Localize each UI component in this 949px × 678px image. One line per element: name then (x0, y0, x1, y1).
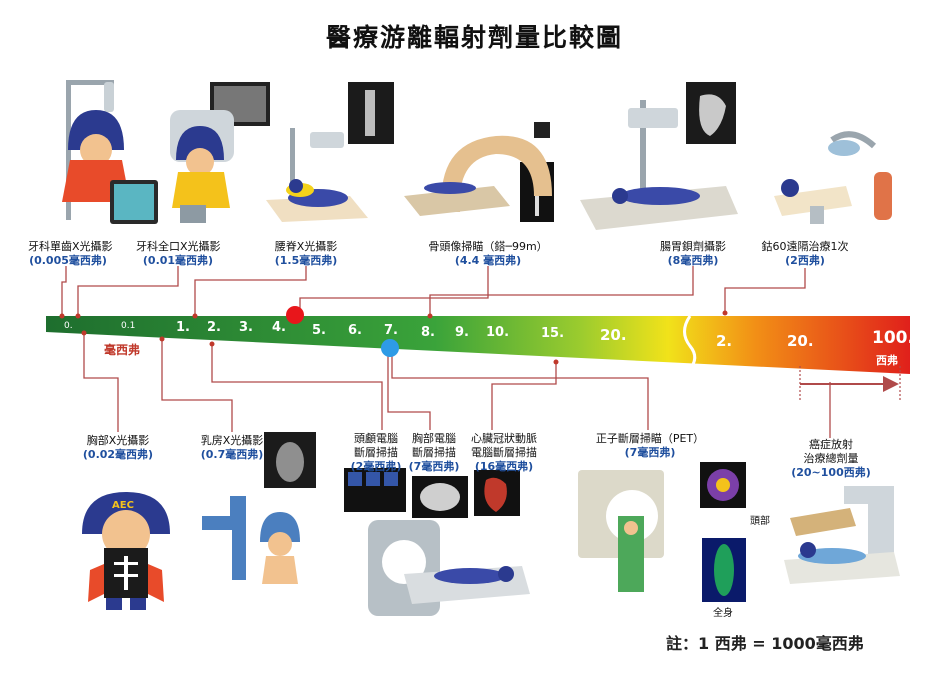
ct-scanner-illustration (344, 468, 530, 616)
item-chest-ct: 胸部電腦 斷層掃描 (7毫西弗) (404, 432, 464, 473)
barium-illustration (580, 82, 738, 230)
tick-5: 5. (312, 323, 326, 338)
connector-cardiac-ct (491, 362, 557, 430)
item-dose: (2毫西弗) (350, 459, 402, 473)
tick-0: 0. (64, 321, 73, 331)
item-dose: (0.02毫西弗) (82, 447, 154, 461)
tick-7: 7. (384, 323, 398, 338)
item-mammography: 乳房X光攝影 (0.7毫西弗) (192, 434, 272, 462)
connector-dental-pan (77, 266, 179, 316)
connector-cobalt (724, 268, 806, 312)
tick-20: 20. (600, 326, 627, 344)
tick-2: 2. (207, 320, 221, 335)
lumbar-xray-illustration (266, 82, 394, 222)
item-bone-scan: 骨頭像掃瞄（鎝─99m） (4.4 毫西弗) (428, 240, 548, 268)
item-name-2: 治療總劑量 (803, 451, 859, 465)
connector-dental-single (61, 266, 67, 316)
item-radiotherapy: 癌症放射 治療總劑量 (20~100西弗) (790, 438, 872, 479)
item-name: 鈷60遠隔治療1次 (761, 240, 849, 253)
bone-scan-illustration (404, 122, 554, 222)
top-connectors (61, 266, 806, 316)
item-cardiac-ct: 心臟冠狀動脈 電腦斷層掃描 (16毫西弗) (462, 432, 546, 473)
radiotherapy-illustration (784, 486, 900, 584)
item-dental-single: 牙科單齒X光攝影 (0.005毫西弗) (28, 240, 113, 268)
item-dose: (2西弗) (785, 253, 825, 267)
tick-15: 15. (541, 326, 565, 341)
item-name: 牙科全口X光攝影 (136, 240, 221, 253)
item-name: 牙科單齒X光攝影 (28, 240, 113, 253)
connector-chest-xray (83, 333, 119, 432)
item-name: 正子斷層掃瞄（PET） (595, 432, 705, 445)
tick-4: 4. (272, 320, 286, 335)
item-dose: (8毫西弗) (667, 253, 719, 267)
tick-9: 9. (455, 325, 469, 340)
item-name-2: 電腦斷層掃描 (471, 445, 537, 459)
dental-pan-illustration (170, 82, 270, 223)
item-name: 乳房X光攝影 (200, 434, 264, 447)
mascot-badge: AEC (112, 500, 134, 511)
item-pet: 正子斷層掃瞄（PET） (7毫西弗) (590, 432, 710, 460)
tick-sv-100: 100. (872, 328, 914, 348)
dental-single-illustration (62, 80, 158, 224)
tick-3: 3. (239, 320, 253, 335)
item-name: 骨頭像掃瞄（鎝─99m） (428, 240, 548, 253)
pet-tag-whole-body: 全身 (713, 608, 733, 619)
item-name: 胸部電腦 (412, 432, 456, 445)
connector-chest-ct (387, 352, 431, 430)
scale-break-mark (683, 315, 697, 372)
connector-head-ct (211, 344, 383, 430)
item-dose: (0.7毫西弗) (200, 447, 264, 461)
unit-note: 註：1 西弗 = 1000毫西弗 (666, 634, 864, 653)
unit-label-sv: 西弗 (876, 354, 898, 367)
connector-barium (429, 266, 694, 316)
item-dental-pan: 牙科全口X光攝影 (0.01毫西弗) (136, 240, 221, 268)
tick-sv-2: 2. (716, 332, 733, 350)
pet-scanner-illustration (578, 462, 746, 602)
item-name: 頭顱電腦 (354, 432, 398, 445)
cobalt-illustration (774, 131, 892, 224)
item-dose: (1.5毫西弗) (274, 253, 338, 267)
tick-0-1: 0.1 (121, 321, 136, 331)
item-dose: (7毫西弗) (624, 445, 676, 459)
connector-dots (59, 310, 728, 365)
item-dose: (7毫西弗) (408, 459, 460, 473)
item-name-2: 斷層掃描 (412, 445, 456, 459)
connector-lumbar (194, 266, 307, 316)
item-head-ct: 頭顱電腦 斷層掃描 (2毫西弗) (344, 432, 408, 473)
bottom-connectors (83, 333, 831, 438)
marker-blue-dot (381, 339, 399, 357)
connector-pet (391, 356, 649, 430)
item-cobalt: 鈷60遠隔治療1次 (2西弗) (758, 240, 852, 268)
connector-bone-scan (299, 266, 489, 316)
marker-red-dot (286, 306, 304, 324)
item-name: 腰脊X光攝影 (274, 240, 338, 253)
item-dose: (0.01毫西弗) (142, 253, 214, 267)
tick-1: 1. (176, 320, 190, 335)
item-dose: (16毫西弗) (474, 459, 534, 473)
item-dose: (20~100西弗) (791, 465, 871, 479)
tick-6: 6. (348, 323, 362, 338)
item-chest-xray: 胸部X光攝影 (0.02毫西弗) (80, 434, 156, 462)
pet-tag-head: 頭部 (750, 516, 770, 527)
item-barium: 腸胃鋇劑攝影 (8毫西弗) (653, 240, 733, 268)
item-name: 腸胃鋇劑攝影 (660, 240, 726, 253)
tick-sv-20: 20. (787, 332, 814, 350)
item-name: 心臟冠狀動脈 (471, 432, 537, 445)
item-dose: (0.005毫西弗) (29, 253, 107, 267)
item-name: 胸部X光攝影 (86, 434, 150, 447)
item-lumbar-xray: 腰脊X光攝影 (1.5毫西弗) (270, 240, 342, 268)
chest-xray-mascot-illustration (82, 492, 170, 610)
mammography-illustration (202, 432, 316, 584)
item-dose: (4.4 毫西弗) (454, 253, 522, 267)
item-name-2: 斷層掃描 (354, 445, 398, 459)
unit-label-msv: 毫西弗 (104, 343, 141, 357)
tick-10: 10. (486, 325, 510, 340)
connector-mammo (161, 339, 233, 432)
item-name: 癌症放射 (809, 438, 853, 451)
page-title: 醫療游離輻射劑量比較圖 (325, 23, 623, 52)
tick-8: 8. (421, 325, 435, 340)
